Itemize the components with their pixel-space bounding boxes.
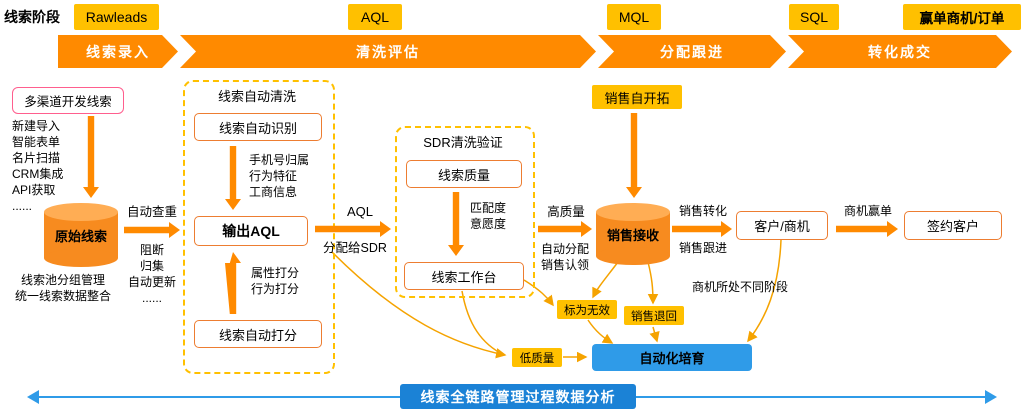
- auto-identify-box: 线索自动识别: [194, 113, 322, 141]
- handoff-note: 销售认领: [541, 258, 590, 272]
- analysis-title-box: 线索全链路管理过程数据分析: [400, 384, 636, 409]
- high-quality-label: 高质量: [547, 205, 585, 219]
- channel-item: 名片扫描: [12, 151, 61, 165]
- banner-stage-assign-follow: 分配跟进: [598, 35, 786, 68]
- signed-customer-box: 签约客户: [904, 211, 1002, 240]
- banner-stage-clean-evaluate: 清洗评估: [180, 35, 596, 68]
- opportunity-win-label: 商机赢单: [843, 204, 892, 218]
- stage-chip-rawleads: Rawleads: [74, 4, 159, 30]
- sdr-factors: 匹配度 意愿度: [470, 200, 506, 232]
- banner-stage-lead-entry: 线索录入: [58, 35, 178, 68]
- sales-receive-cylinder: 销售接收: [596, 203, 670, 265]
- lead-workbench-box: 线索工作台: [404, 262, 524, 290]
- dedup-action: 归集: [139, 259, 164, 273]
- line-workbench-to-lowquality: [461, 290, 505, 356]
- stage-chip-aql: AQL: [348, 4, 402, 30]
- lead-pool-note-line: 统一线索数据整合: [14, 289, 111, 303]
- banner-stage-convert-close: 转化成交: [788, 35, 1012, 68]
- line-invalid-to-nurture: [587, 319, 614, 344]
- sales-convert-label: 销售转化: [678, 204, 727, 218]
- dedup-action: ......: [141, 291, 162, 305]
- channel-item: 智能表单: [12, 135, 61, 149]
- identify-factor: 行为特征: [249, 169, 298, 183]
- handoff-notes: 自动分配 销售认领: [541, 241, 589, 273]
- auto-nurture-box: 自动化培育: [592, 344, 752, 371]
- customer-opportunity-box: 客户/商机: [736, 211, 828, 240]
- raw-leads-cylinder: 原始线索: [44, 203, 118, 267]
- multi-channel-leads-box: 多渠道开发线索: [12, 87, 124, 114]
- line-return-to-nurture: [649, 326, 660, 343]
- score-factor: 属性打分: [251, 266, 300, 280]
- dedup-label: 自动查重: [126, 205, 177, 219]
- channel-item: API获取: [12, 183, 56, 197]
- channel-list: 新建导入 智能表单 名片扫描 CRM集成 API获取 ......: [12, 118, 63, 214]
- stage-chip-sql: SQL: [789, 4, 839, 30]
- auto-clean-title: 线索自动清洗: [217, 89, 296, 104]
- sdr-verify-title: SDR清洗验证: [423, 135, 503, 150]
- aql-assign-sub: 分配给SDR: [323, 241, 387, 255]
- sdr-factor: 意愿度: [470, 217, 507, 231]
- handoff-note: 自动分配: [541, 242, 590, 256]
- sdr-verify-group: [395, 126, 535, 298]
- auto-score-box: 线索自动打分: [194, 320, 322, 348]
- channel-item: CRM集成: [12, 167, 64, 181]
- line-outputaql-to-lowquality: [331, 251, 507, 359]
- line-receive-to-invalid: [592, 261, 619, 299]
- dedup-action: 阻断: [139, 243, 164, 257]
- lead-pool-note-line: 线索池分组管理: [20, 273, 105, 287]
- stage-chip-mql: MQL: [607, 4, 661, 30]
- low-quality-chip: 低质量: [512, 348, 562, 367]
- mark-invalid-chip: 标为无效: [557, 300, 617, 319]
- dedup-actions: 阻断 归集 自动更新 ......: [124, 242, 180, 306]
- stage-chip-won-order: 赢单商机/订单: [903, 4, 1021, 30]
- aql-assign-label: AQL: [346, 204, 373, 219]
- line-workbench-to-invalid: [523, 279, 554, 307]
- stages-row-label: 线索阶段: [4, 9, 60, 25]
- lead-pool-note: 线索池分组管理 统一线索数据整合: [4, 272, 122, 304]
- right-arrowhead-icon: [985, 390, 997, 404]
- identify-factor: 手机号归属: [249, 153, 310, 167]
- output-aql-box: 输出AQL: [194, 216, 308, 246]
- sales-return-chip: 销售退回: [624, 306, 684, 325]
- channel-item: ......: [12, 199, 33, 213]
- sales-follow-label: 销售跟进: [678, 241, 727, 255]
- score-factor: 行为打分: [251, 282, 300, 296]
- line-customer-to-nurture: [747, 239, 782, 343]
- sdr-factor: 匹配度: [470, 201, 507, 215]
- sales-receive-label: 销售接收: [606, 227, 659, 243]
- score-factors: 属性打分 行为打分: [251, 265, 299, 297]
- identify-factors: 手机号归属 行为特征 工商信息: [249, 152, 309, 200]
- channel-item: 新建导入: [12, 119, 61, 133]
- left-arrowhead-icon: [27, 390, 39, 404]
- dedup-action: 自动更新: [127, 275, 176, 289]
- raw-leads-label: 原始线索: [54, 228, 107, 244]
- lead-quality-box: 线索质量: [406, 160, 522, 188]
- self-develop-chip: 销售自开拓: [592, 85, 682, 109]
- identify-factor: 工商信息: [249, 185, 298, 199]
- opportunity-stage-note: 商机所处不同阶段: [692, 280, 789, 294]
- line-receive-to-return: [647, 261, 659, 305]
